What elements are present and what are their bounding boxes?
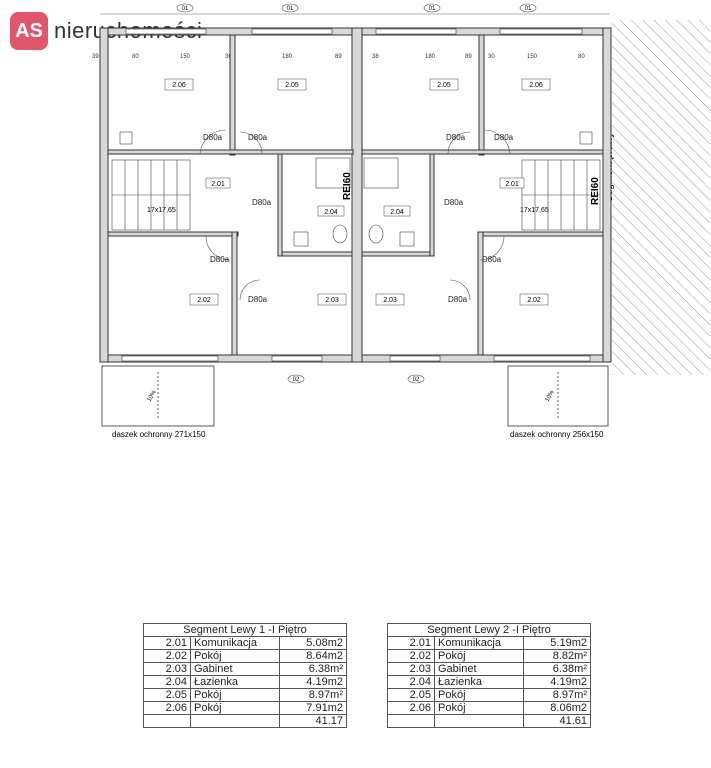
table-title: Segment Lewy 2 -I Piętro	[387, 623, 591, 637]
table-row: 2.04 Łazienka 4.19m2	[143, 675, 347, 689]
room-label: 2.04	[324, 209, 338, 216]
table-total: 41.17	[279, 714, 347, 728]
dim-top: 38	[372, 54, 379, 60]
fire-rating-label: REI60	[590, 177, 601, 205]
room-label: 2.06	[172, 82, 186, 89]
stairs-left	[111, 159, 191, 231]
room-label: 2.01	[211, 181, 225, 188]
neighbour-segment-hatch	[612, 20, 710, 375]
table-row: 2.03 Gabinet 6.38m²	[387, 662, 591, 676]
slope-label: 10%	[545, 389, 557, 403]
axis-label: 01	[429, 6, 436, 12]
canopy-right	[507, 365, 609, 427]
room-label: 2.04	[390, 209, 404, 216]
inner-wall	[429, 153, 435, 257]
axis-label: 01	[525, 6, 532, 12]
door-label: D80a	[252, 198, 272, 207]
dim-top: 89	[335, 54, 342, 60]
room-label: 2.05	[285, 82, 299, 89]
inner-wall	[229, 34, 236, 156]
axis-label: 02	[413, 377, 420, 383]
inner-wall	[277, 153, 283, 257]
door-label: D80a	[482, 255, 502, 264]
door-label: D80a	[248, 133, 268, 142]
party-wall	[351, 27, 363, 363]
stairs-label: 17x17,65	[147, 207, 176, 214]
dim-top: 36	[225, 54, 232, 60]
stairs-label: 17x17,65	[520, 207, 549, 214]
table-row: 2.03 Gabinet 6.38m²	[143, 662, 347, 676]
inner-wall	[477, 231, 484, 356]
table-row: 2.01 Komunikacja 5.19m2	[387, 636, 591, 650]
brand-mark: AS	[10, 12, 48, 50]
inner-wall	[478, 34, 485, 156]
room-label: 2.03	[383, 297, 397, 304]
table-total-row: 41.17	[143, 714, 347, 728]
stairs-right	[521, 159, 601, 231]
axis-label: 02	[293, 377, 300, 383]
door-label: D80a	[444, 198, 464, 207]
table-row: 2.05 Pokój 8.97m²	[387, 688, 591, 702]
inner-wall	[231, 231, 238, 356]
area-table-left: Segment Lewy 1 -I Piętro 2.01 Komunikacj…	[143, 623, 347, 728]
table-row: 2.06 Pokój 7.91m2	[143, 701, 347, 715]
axis-label: 01	[182, 6, 189, 12]
toilet	[368, 224, 384, 244]
door-label: D80a	[248, 295, 268, 304]
dim-top: 89	[465, 54, 472, 60]
room-label: 2.05	[437, 82, 451, 89]
inner-wall	[477, 231, 604, 237]
table-row: 2.01 Komunikacja 5.08m2	[143, 636, 347, 650]
canopy-left-label: daszek ochronny 271x150	[112, 430, 206, 439]
room-label: 2.01	[505, 181, 519, 188]
table-total: 41.61	[523, 714, 591, 728]
axis-label: 01	[287, 6, 294, 12]
table-row: 2.06 Pokój 8.06m2	[387, 701, 591, 715]
door-label: D80a	[446, 133, 466, 142]
table-row: 2.02 Pokój 8.82m²	[387, 649, 591, 663]
floor-plan: Segment prawy 39 80 150 36 180 89 38 180…	[92, 3, 710, 439]
wall-left	[99, 27, 109, 363]
door-label: D80a	[448, 295, 468, 304]
chimney	[579, 131, 593, 145]
fire-rating-label: REI60	[342, 172, 353, 200]
door-label: D80a	[210, 255, 230, 264]
room-label: 2.03	[325, 297, 339, 304]
washbasin	[293, 231, 309, 247]
canopy-right-label: daszek ochronny 256x150	[510, 430, 604, 439]
inner-wall	[281, 251, 353, 257]
inner-wall	[361, 251, 431, 257]
dim-top: 39	[92, 54, 99, 60]
inner-wall	[107, 149, 354, 155]
slope-label: 10%	[147, 389, 159, 403]
inner-wall	[107, 231, 239, 237]
chimney	[119, 131, 133, 145]
room-label: 2.02	[527, 297, 541, 304]
door-label: D80a	[494, 133, 514, 142]
room-label: 2.02	[197, 297, 211, 304]
shower-tray	[363, 157, 399, 189]
toilet	[332, 224, 348, 244]
dim-top: 30	[488, 54, 495, 60]
room-label: 2.06	[529, 82, 543, 89]
table-row: 2.05 Pokój 8.97m²	[143, 688, 347, 702]
table-row: 2.04 Łazienka 4.19m2	[387, 675, 591, 689]
dim-top: 180	[425, 54, 436, 60]
dim-top: 150	[180, 54, 191, 60]
table-row: 2.02 Pokój 8.64m2	[143, 649, 347, 663]
table-title: Segment Lewy 1 -I Piętro	[143, 623, 347, 637]
door-label: D80a	[203, 133, 223, 142]
dim-top: 150	[527, 54, 538, 60]
dim-top: 80	[132, 54, 139, 60]
inner-wall	[361, 149, 604, 155]
area-table-right: Segment Lewy 2 -I Piętro 2.01 Komunikacj…	[387, 623, 591, 728]
dim-top: 80	[578, 54, 585, 60]
washbasin	[399, 231, 415, 247]
wall-right	[602, 27, 612, 363]
canopy-left	[101, 365, 215, 427]
table-total-row: 41.61	[387, 714, 591, 728]
dim-top: 180	[282, 54, 293, 60]
shower-tray	[315, 157, 351, 189]
